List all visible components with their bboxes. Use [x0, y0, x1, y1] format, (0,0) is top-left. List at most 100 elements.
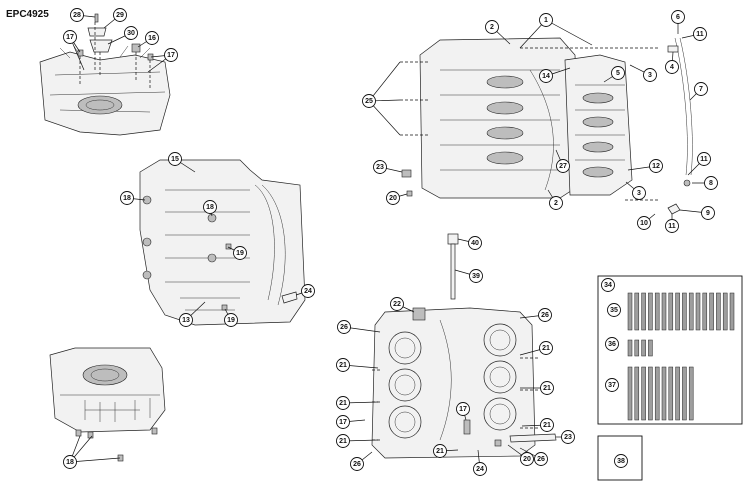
callout-5[interactable]: 5 — [611, 66, 625, 80]
callout-38[interactable]: 38 — [614, 454, 628, 468]
callout-label: 19 — [236, 250, 244, 257]
callout-21[interactable]: 21 — [336, 358, 350, 372]
callout-18[interactable]: 18 — [120, 191, 134, 205]
callout-21[interactable]: 21 — [336, 396, 350, 410]
callout-22[interactable]: 22 — [390, 297, 404, 311]
callout-label: 21 — [542, 345, 550, 352]
callout-36[interactable]: 36 — [605, 337, 619, 351]
leader-line — [545, 19, 593, 46]
callout-11[interactable]: 11 — [697, 152, 711, 166]
callout-27[interactable]: 27 — [556, 159, 570, 173]
callout-30[interactable]: 30 — [124, 26, 138, 40]
callout-34[interactable]: 34 — [601, 278, 615, 292]
stud-long — [668, 292, 674, 331]
callout-23[interactable]: 23 — [561, 430, 575, 444]
callout-24[interactable]: 24 — [301, 284, 315, 298]
callout-4[interactable]: 4 — [665, 60, 679, 74]
callout-16[interactable]: 16 — [145, 31, 159, 45]
callout-2[interactable]: 2 — [549, 196, 563, 210]
stud-long — [627, 292, 633, 331]
callout-26[interactable]: 26 — [538, 308, 552, 322]
stud-long — [722, 292, 728, 331]
stud-long — [716, 292, 721, 331]
callout-20[interactable]: 20 — [386, 191, 400, 205]
callout-label: 21 — [543, 422, 551, 429]
callout-25[interactable]: 25 — [362, 94, 376, 108]
callout-17[interactable]: 17 — [63, 30, 77, 44]
callout-3[interactable]: 3 — [643, 68, 657, 82]
stud-medium — [668, 366, 674, 421]
callout-18[interactable]: 18 — [63, 455, 77, 469]
callout-11[interactable]: 11 — [665, 219, 679, 233]
diagram-code: EPC4925 — [6, 9, 49, 20]
callout-label: 14 — [542, 73, 550, 80]
callout-label: 24 — [304, 288, 312, 295]
callout-label: 27 — [559, 163, 567, 170]
callout-label: 38 — [617, 458, 625, 465]
callout-21[interactable]: 21 — [540, 381, 554, 395]
callout-40[interactable]: 40 — [468, 236, 482, 250]
callout-17[interactable]: 17 — [164, 48, 178, 62]
callout-label: 13 — [182, 317, 190, 324]
stud-long — [661, 292, 667, 331]
callout-21[interactable]: 21 — [539, 341, 553, 355]
callout-17[interactable]: 17 — [456, 402, 470, 416]
callout-label: 17 — [66, 34, 74, 41]
callout-12[interactable]: 12 — [649, 159, 663, 173]
top-left-view — [39, 13, 171, 136]
callout-label: 3 — [648, 72, 652, 79]
callout-14[interactable]: 14 — [539, 69, 553, 83]
callout-19[interactable]: 19 — [224, 313, 238, 327]
callout-21[interactable]: 21 — [433, 444, 447, 458]
middle-left-view — [139, 159, 306, 326]
callout-label: 21 — [436, 448, 444, 455]
callout-label: 23 — [376, 164, 384, 171]
stud-long — [709, 292, 714, 331]
stud-short — [641, 339, 646, 357]
callout-26[interactable]: 26 — [534, 452, 548, 466]
callout-6[interactable]: 6 — [671, 10, 685, 24]
stud-medium — [682, 366, 687, 421]
stud-medium — [675, 366, 680, 421]
callout-label: 40 — [471, 240, 479, 247]
stud-long — [675, 292, 680, 331]
callout-37[interactable]: 37 — [605, 378, 619, 392]
callout-label: 2 — [554, 200, 558, 207]
callout-23[interactable]: 23 — [373, 160, 387, 174]
callout-label: 20 — [389, 195, 397, 202]
callout-18[interactable]: 18 — [203, 200, 217, 214]
callout-39[interactable]: 39 — [469, 269, 483, 283]
callout-7[interactable]: 7 — [694, 82, 708, 96]
callout-15[interactable]: 15 — [168, 152, 182, 166]
callout-26[interactable]: 26 — [337, 320, 351, 334]
callout-3[interactable]: 3 — [632, 186, 646, 200]
callout-20[interactable]: 20 — [520, 452, 534, 466]
callout-1[interactable]: 1 — [539, 13, 553, 27]
callout-2[interactable]: 2 — [485, 20, 499, 34]
callout-label: 8 — [709, 180, 713, 187]
stud-short — [648, 339, 653, 357]
callout-8[interactable]: 8 — [704, 176, 718, 190]
callout-label: 3 — [637, 190, 641, 197]
callout-11[interactable]: 11 — [693, 27, 707, 41]
stud-medium — [688, 366, 694, 421]
callout-21[interactable]: 21 — [336, 434, 350, 448]
stud-long — [695, 292, 701, 331]
callout-19[interactable]: 19 — [233, 246, 247, 260]
callout-29[interactable]: 29 — [113, 8, 127, 22]
callout-24[interactable]: 24 — [473, 462, 487, 476]
callout-35[interactable]: 35 — [607, 303, 621, 317]
stud-medium — [648, 366, 653, 421]
callout-label: 21 — [339, 362, 347, 369]
callout-26[interactable]: 26 — [350, 457, 364, 471]
callout-21[interactable]: 21 — [540, 418, 554, 432]
callout-label: 23 — [564, 434, 572, 441]
stud-long — [654, 292, 660, 331]
callout-28[interactable]: 28 — [70, 8, 84, 22]
callout-9[interactable]: 9 — [701, 206, 715, 220]
callout-17[interactable]: 17 — [336, 415, 350, 429]
callout-label: 11 — [700, 156, 708, 163]
callout-10[interactable]: 10 — [637, 216, 651, 230]
callout-13[interactable]: 13 — [179, 313, 193, 327]
callout-label: 20 — [523, 456, 531, 463]
